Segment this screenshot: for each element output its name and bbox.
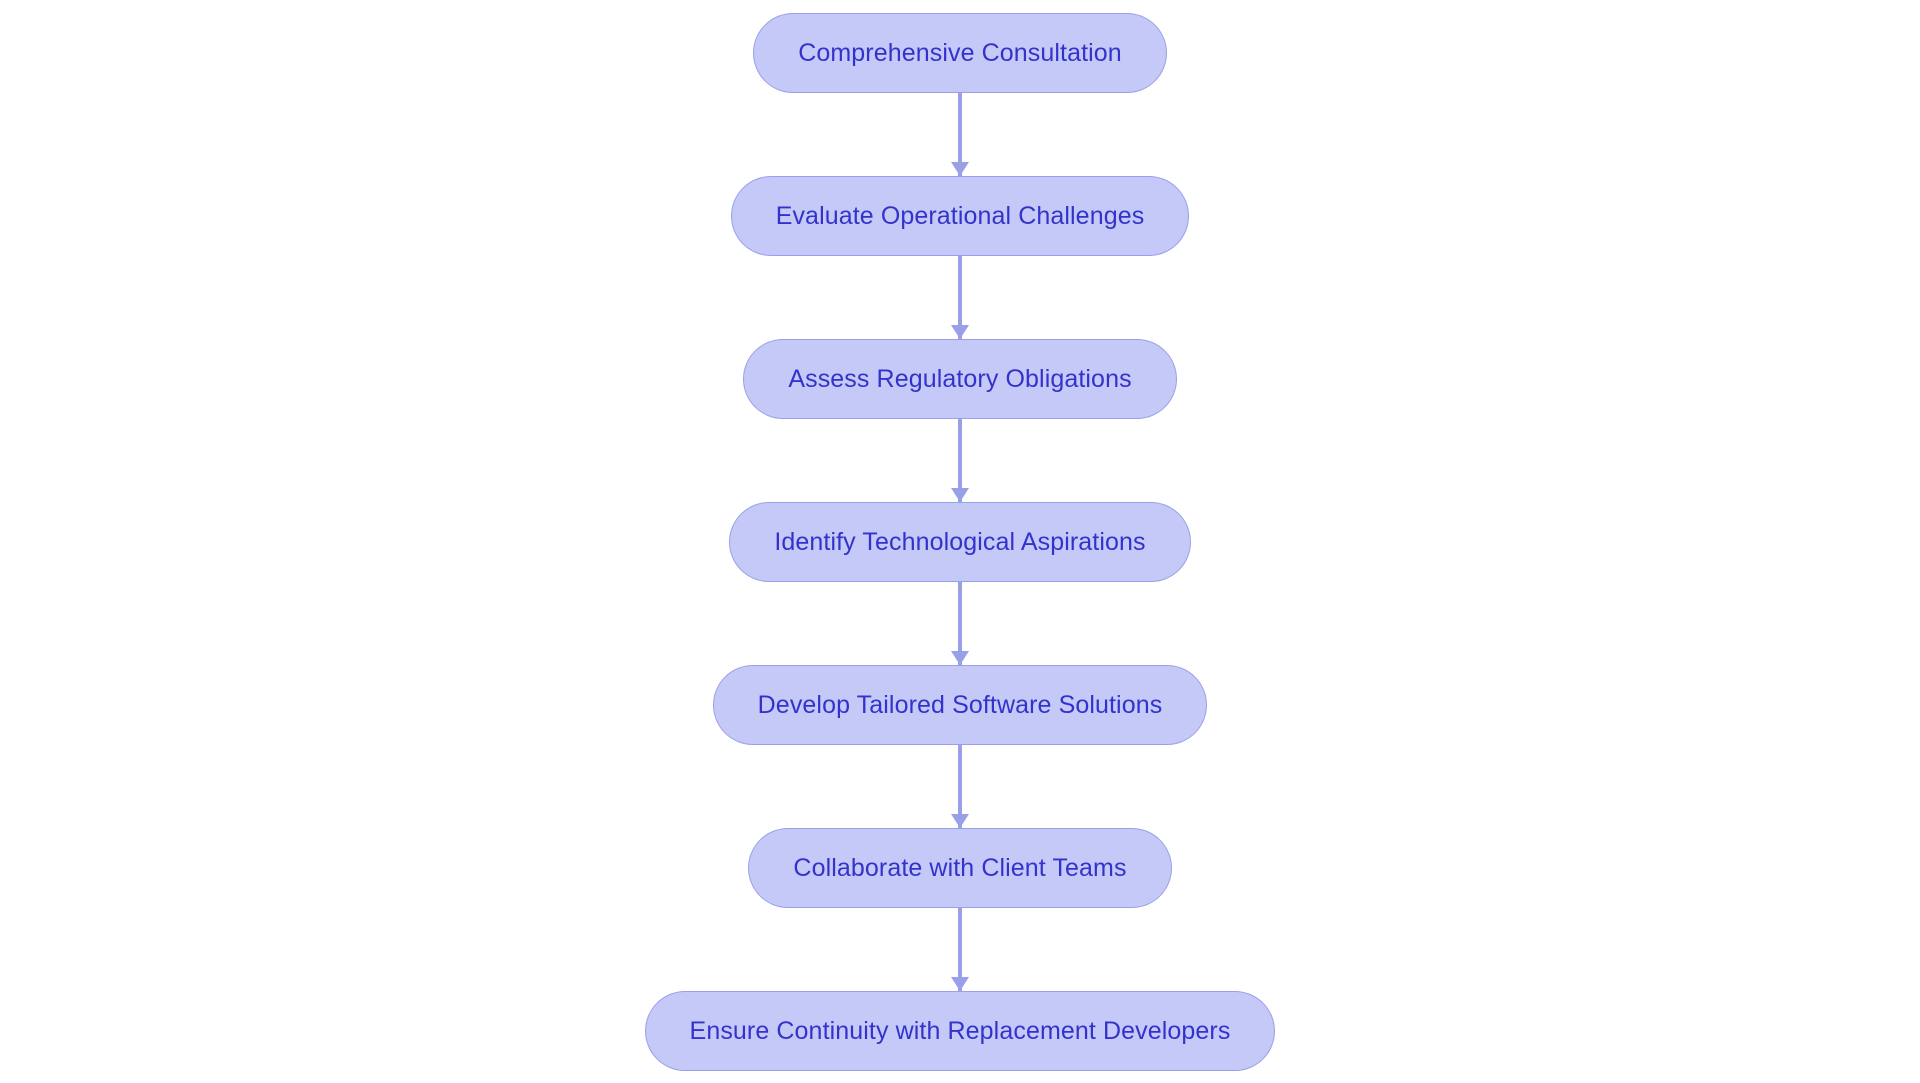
down-arrow-icon bbox=[951, 162, 969, 176]
flowchart-node-7[interactable]: Ensure Continuity with Replacement Devel… bbox=[644, 991, 1276, 1071]
flowchart-node-label: Identify Technological Aspirations bbox=[774, 527, 1146, 556]
flowchart-node-label: Collaborate with Client Teams bbox=[793, 853, 1127, 882]
down-arrow-icon bbox=[951, 488, 969, 502]
connector-line bbox=[958, 582, 962, 665]
flowchart-connector-4 bbox=[950, 582, 970, 665]
flowchart-connector-5 bbox=[950, 745, 970, 828]
flowchart-node-label: Develop Tailored Software Solutions bbox=[757, 690, 1163, 719]
flowchart-node-6[interactable]: Collaborate with Client Teams bbox=[748, 828, 1172, 908]
flowchart-node-1[interactable]: Comprehensive Consultation bbox=[753, 13, 1167, 93]
down-arrow-icon bbox=[951, 325, 969, 339]
flowchart-node-2[interactable]: Evaluate Operational Challenges bbox=[730, 176, 1190, 256]
flowchart-node-5[interactable]: Develop Tailored Software Solutions bbox=[712, 665, 1208, 745]
down-arrow-icon bbox=[951, 814, 969, 828]
flowchart-connector-1 bbox=[950, 93, 970, 176]
flowchart-node-label: Ensure Continuity with Replacement Devel… bbox=[689, 1016, 1231, 1045]
flowchart-node-4[interactable]: Identify Technological Aspirations bbox=[729, 502, 1191, 582]
connector-line bbox=[958, 256, 962, 339]
flowchart-connector-2 bbox=[950, 256, 970, 339]
connector-line bbox=[958, 745, 962, 828]
connector-line bbox=[958, 419, 962, 502]
down-arrow-icon bbox=[951, 651, 969, 665]
connector-line bbox=[958, 908, 962, 991]
connector-line bbox=[958, 93, 962, 176]
top-spacer bbox=[960, 0, 961, 13]
flowchart-connector-3 bbox=[950, 419, 970, 502]
flowchart-node-label: Evaluate Operational Challenges bbox=[775, 201, 1145, 230]
flowchart-node-3[interactable]: Assess Regulatory Obligations bbox=[743, 339, 1177, 419]
flowchart-node-label: Comprehensive Consultation bbox=[798, 38, 1122, 67]
flowchart-node-label: Assess Regulatory Obligations bbox=[788, 364, 1132, 393]
flowchart-connector-6 bbox=[950, 908, 970, 991]
down-arrow-icon bbox=[951, 977, 969, 991]
